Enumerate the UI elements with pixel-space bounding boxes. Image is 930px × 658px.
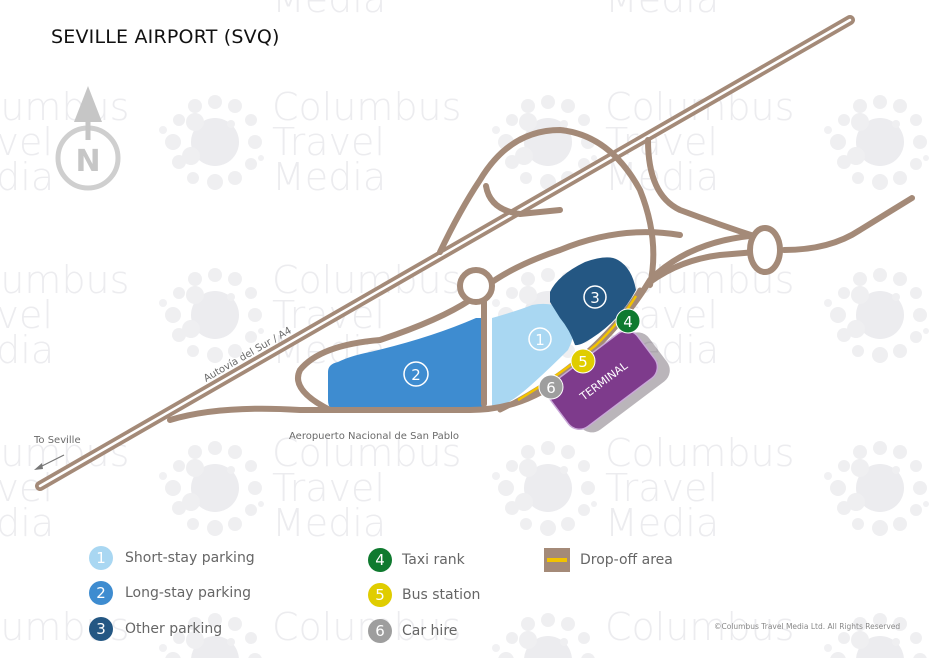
svg-text:Columbus: Columbus [605, 431, 794, 475]
terminal-building: TERMINAL [547, 329, 670, 433]
marker-1[interactable]: 1 [528, 327, 552, 351]
roundabout-west [457, 267, 495, 305]
svg-text:Media: Media [272, 155, 386, 199]
legend-item-taxi-rank: 4 Taxi rank [368, 548, 465, 572]
legend-label: Car hire [402, 623, 458, 639]
to-seville-arrow-icon [34, 454, 65, 470]
svg-text:1: 1 [535, 331, 545, 349]
svg-text:Media: Media [0, 328, 54, 372]
svg-text:Columbus: Columbus [272, 85, 461, 129]
svg-text:Travel: Travel [0, 293, 53, 337]
marker-5-bus[interactable]: 5 [570, 348, 596, 374]
svg-text:Travel: Travel [0, 120, 53, 164]
svg-text:Columbus: Columbus [0, 258, 129, 302]
legend-item-short-stay: 1 Short-stay parking [89, 546, 255, 570]
parking-area-2 [328, 318, 485, 410]
legend-item-other-parking: 3 Other parking [89, 617, 222, 641]
legend-item-long-stay: 2 Long-stay parking [89, 581, 251, 605]
copyright-notice: ©Columbus Travel Media Ltd. All Rights R… [714, 622, 901, 631]
legend-badge: 5 [368, 583, 392, 607]
dropoff-swatch-icon [544, 548, 570, 572]
svg-text:6: 6 [546, 379, 556, 397]
svg-text:4: 4 [623, 313, 633, 331]
legend-item-bus-station: 5 Bus station [368, 583, 480, 607]
svg-text:Travel: Travel [272, 120, 385, 164]
legend-badge: 6 [368, 619, 392, 643]
svg-text:Media: Media [605, 501, 719, 545]
svg-text:Media: Media [605, 0, 719, 21]
legend-badge: 1 [89, 546, 113, 570]
legend-label: Bus station [402, 587, 481, 603]
svg-text:Columbus: Columbus [605, 605, 794, 649]
legend-badge: 2 [89, 581, 113, 605]
marker-3[interactable]: 3 [583, 285, 607, 309]
legend-item-dropoff: Drop-off area [544, 548, 673, 572]
legend-label: Short-stay parking [125, 550, 255, 566]
marker-2[interactable]: 2 [403, 361, 429, 387]
legend-label: Drop-off area [580, 552, 673, 568]
svg-text:Media: Media [0, 501, 54, 545]
svg-text:Columbus: Columbus [0, 85, 129, 129]
svg-text:Columbus: Columbus [272, 431, 461, 475]
to-seville-label: To Seville [33, 435, 81, 446]
svg-text:5: 5 [578, 353, 588, 371]
svg-text:2: 2 [411, 366, 421, 384]
legend-badge: 4 [368, 548, 392, 572]
svg-text:Media: Media [272, 501, 386, 545]
svg-text:N: N [75, 144, 100, 179]
svg-text:Media: Media [272, 0, 386, 21]
svg-text:Travel: Travel [605, 466, 718, 510]
legend-label: Other parking [125, 621, 223, 637]
airport-road-label: Aeropuerto Nacional de San Pablo [289, 431, 459, 442]
parking-area-3 [550, 257, 636, 346]
page-title: SEVILLE AIRPORT (SVQ) [51, 26, 280, 48]
legend-badge: 3 [89, 617, 113, 641]
svg-text:Media: Media [0, 155, 54, 199]
legend-label: Long-stay parking [125, 585, 252, 601]
roundabout-east [747, 225, 783, 275]
svg-text:Travel: Travel [272, 466, 385, 510]
north-arrow-icon: N [55, 86, 121, 191]
svg-text:Columbus: Columbus [272, 605, 461, 649]
marker-4-taxi[interactable]: 4 [615, 308, 641, 334]
legend-label: Taxi rank [402, 552, 465, 568]
svg-text:3: 3 [590, 289, 600, 307]
legend-item-car-hire: 6 Car hire [368, 619, 457, 643]
marker-6-carhire[interactable]: 6 [538, 374, 564, 400]
parking-area-1 [492, 303, 575, 410]
